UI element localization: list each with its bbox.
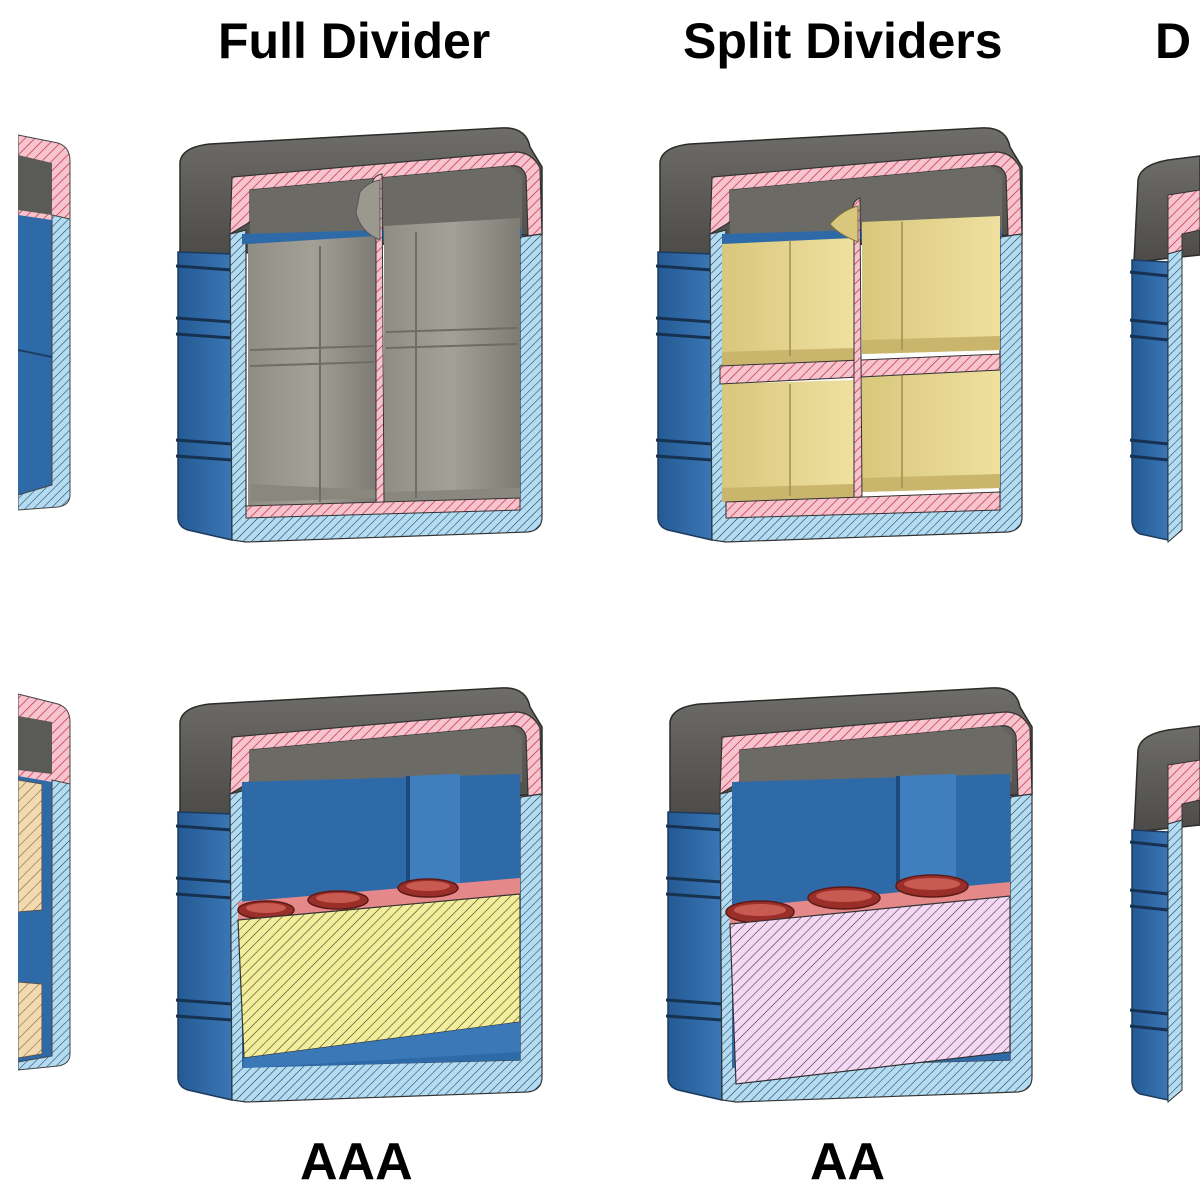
- split-dividers-box-render: [655, 127, 1023, 543]
- caption-aaa: AAA: [300, 1133, 413, 1191]
- aaa-holder-box-render: [175, 687, 543, 1103]
- partial-box-bottom-left: [18, 693, 71, 1071]
- aa-holder-box-render: [665, 687, 1033, 1103]
- partial-box-bottom-right: [1129, 725, 1200, 1104]
- column-title-partial: D: [1155, 13, 1192, 69]
- column-title-split-dividers: Split Dividers: [683, 13, 1003, 69]
- partial-box-top-left: [18, 134, 71, 511]
- full-divider-box-render: [175, 127, 543, 543]
- column-title-full-divider: Full Divider: [218, 13, 491, 69]
- caption-aa: AA: [810, 1133, 886, 1191]
- partial-box-top-right: [1129, 155, 1200, 544]
